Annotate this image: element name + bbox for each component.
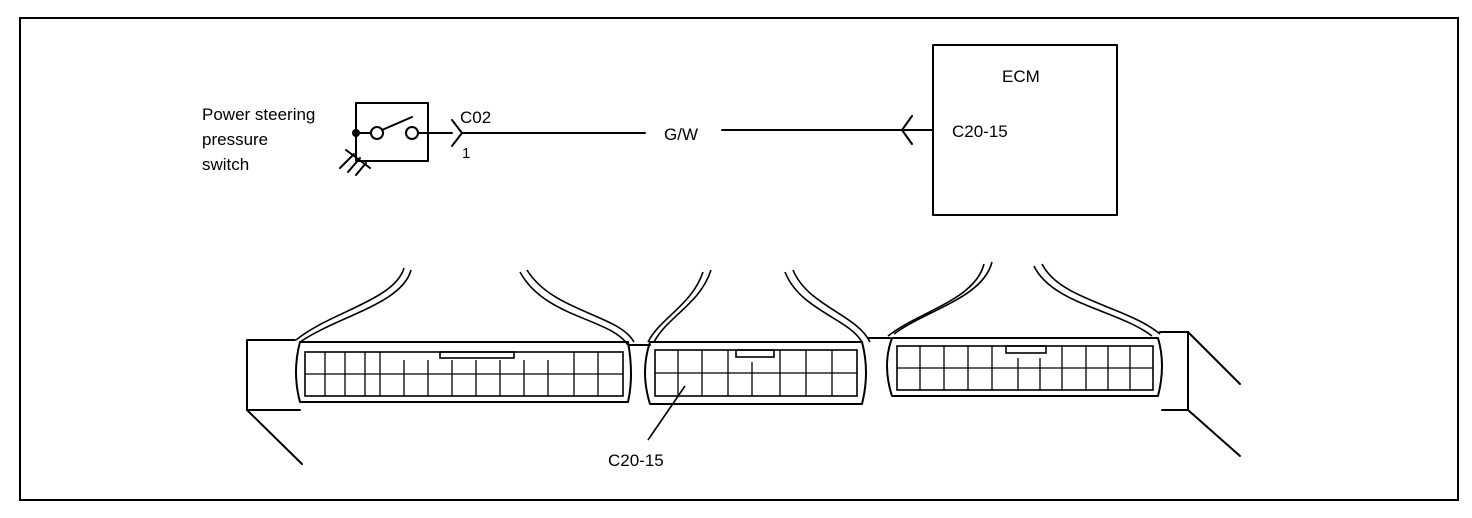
- ecm-label: ECM: [1002, 67, 1040, 86]
- ecm-connector-c: [886, 337, 1163, 397]
- terminal-callout-leader: [647, 385, 686, 441]
- terminal-callout-label: C20-15: [608, 451, 664, 470]
- wire-run: [427, 115, 933, 147]
- ecm-connector-a: [295, 341, 632, 403]
- ecm-connector-b: [644, 341, 867, 405]
- connector-pin-number: 1: [462, 145, 470, 162]
- power-steering-pressure-switch: Power steering pressure switch: [202, 102, 429, 176]
- harness-wires: [295, 261, 1161, 346]
- ecm-housing: [246, 331, 1241, 465]
- ecm-terminal-label: C20-15: [952, 122, 1008, 141]
- ecm-box: [932, 44, 1118, 216]
- switch-label-line-2: pressure: [202, 130, 268, 149]
- switch-label-line-3: switch: [202, 155, 249, 174]
- switch-label-line-1: Power steering: [202, 105, 315, 124]
- ground-symbol: [339, 132, 371, 176]
- wire-color-label: G/W: [664, 125, 698, 144]
- diagram-frame: [19, 17, 1459, 501]
- connector-c02-label: C02: [460, 108, 491, 127]
- switch-blade: [381, 116, 413, 131]
- switch-contact-right: [405, 126, 419, 140]
- switch-contact-left: [370, 126, 384, 140]
- connector-ecm-symbol: [901, 115, 913, 145]
